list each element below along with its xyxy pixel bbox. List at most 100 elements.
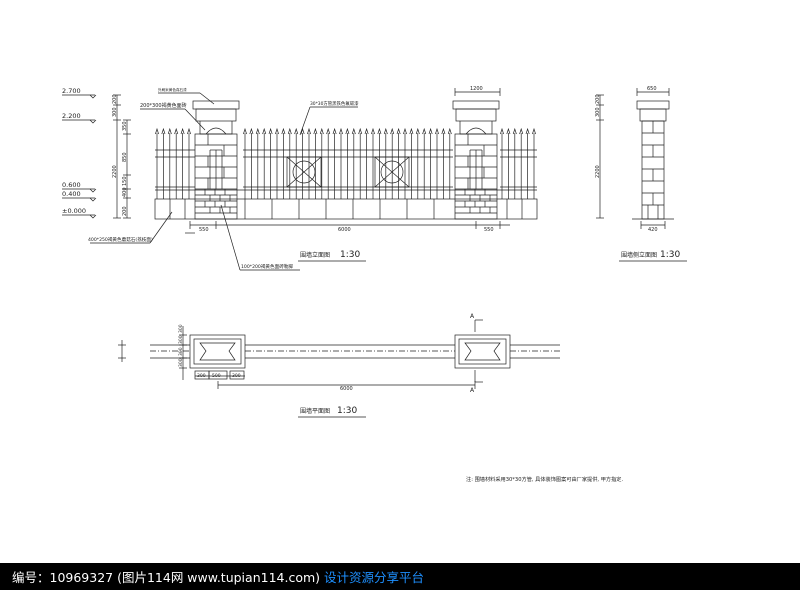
vertical-dimension-line [113,94,131,219]
side-dim-420: 420 [648,227,658,233]
front-elevation: 2.700 2.200 0.600 0.400 ±0.000 200 [62,86,538,271]
dim-2200: 2200 [112,165,118,178]
fence-spike [275,127,279,135]
cad-drawing: 2.700 2.200 0.600 0.400 ±0.000 200 [62,86,687,483]
footer-info: 编号：10969327 (图片114网 www.tupian114.com) [12,570,321,585]
fence-spike [307,127,311,135]
callout-pillar: 200*300褐黄色面砖 [140,102,187,109]
side-top-dimension [636,88,670,96]
fence-spike [180,127,185,135]
fence-spike [358,127,363,135]
fence-spike [332,127,337,135]
watermark-footer: 编号：10969327 (图片114网 www.tupian114.com) 设… [0,563,800,590]
plan-pillar-left [189,334,246,369]
plan-dim-500: 500 [212,373,221,379]
fence-spike [396,127,401,135]
level-400: 0.400 [62,190,81,198]
plan-pillar-right [454,334,511,369]
fence-spike [422,127,427,135]
fence-spike [532,127,536,135]
fence-spike [339,127,343,135]
plan-dim-b: 300 [178,335,184,344]
fence-spike [249,127,254,135]
side-dim-650: 650 [647,86,657,92]
fence-ornament-left [286,156,322,188]
side-elevation: 650 200 300 2200 [595,86,687,262]
fence-spike [383,127,388,135]
callout-plinth: 100*200褐黄色面砖勒脚 [241,263,293,270]
plan-dim-6000: 6000 [340,386,353,392]
dim-6000: 6000 [338,227,351,233]
design-note: 注: 围墙材料采用30*30方管, 具体装饰图案可由厂家提供, 甲方指定. [466,475,623,483]
fence-spike [525,127,530,135]
side-dim-300: 300 [595,107,601,117]
fence-spike [441,127,446,135]
level-2200: 2.200 [62,112,81,120]
plan-title: 围墙平面图 [300,407,330,415]
fence-spike [415,127,420,135]
fence-spike [155,127,159,135]
fence-spike [255,127,260,135]
fence-spike [243,127,247,135]
side-bottom-dimension [640,221,666,229]
fence-spike [326,127,331,135]
side-pillar [632,100,674,220]
fence-spike [281,127,286,135]
dim-150: 150 [122,176,128,186]
level-600: 0.600 [62,181,81,189]
section-mark-top: A [470,313,475,320]
plan-dim-300-b: 300 [232,373,241,379]
fence-spike [377,127,382,135]
dim-350: 350 [122,121,128,131]
fence-spike [262,127,267,135]
level-2700: 2.700 [62,87,81,95]
fence-spike [519,127,524,135]
dim-300: 300 [112,107,118,117]
level-0: ±0.000 [62,207,86,215]
level-markers [62,94,97,219]
fence-spike [506,127,511,135]
dim-200b: 200 [122,206,128,216]
plan-bottom-dims [194,370,476,389]
side-dimension-chain [596,94,604,219]
section-mark-bottom: A [470,387,475,394]
plan-dim-300-a: 300 [197,373,206,379]
fence-spike [403,127,407,135]
fence-spike [428,127,433,135]
footer-site-link[interactable]: 设计资源分享平台 [324,570,425,585]
fence-spike [167,127,172,135]
callout-cap: 外刷米黄色真石漆 [158,87,187,92]
side-scale: 1:30 [660,250,680,260]
elevation-scale: 1:30 [340,250,360,260]
fence-spike [161,127,166,135]
plan-left-dims [118,326,187,380]
plan-view: A A 300 300 300 300 [118,313,560,418]
callout-base: 400*250褐黄色蘑菇石(荔枝面) [88,236,153,243]
wall-plinth [154,189,538,220]
fence-spike [294,127,299,135]
side-title: 围墙侧立面图 [621,251,657,259]
fence-spike [435,127,439,135]
fence-bars [155,127,536,199]
fence-spike [187,127,191,135]
plan-dim-d: 300 [178,358,184,367]
callout-leaders [90,92,358,271]
fence-spike [500,127,504,135]
plan-dim-a: 300 [178,324,184,333]
fence-spike [390,127,395,135]
fence-rails [155,149,537,188]
fence-spike [268,127,273,135]
fence-spike [364,127,369,135]
dim-400: 400 [122,187,128,197]
side-dim-2200: 2200 [595,165,601,178]
fence-spike [371,127,375,135]
fence-ornament-right [374,156,410,188]
dim-200: 200 [112,94,118,104]
drawing-sheet: 2.700 2.200 0.600 0.400 ±0.000 200 [62,86,687,483]
fence-spike [287,127,292,135]
side-dim-200: 200 [595,94,601,104]
callout-rail: 30*30方管黑铁色氟碳漆 [310,100,359,107]
fence-spike [174,127,179,135]
dim-1200: 1200 [470,86,483,92]
plan-dim-c: 300 [178,347,184,356]
